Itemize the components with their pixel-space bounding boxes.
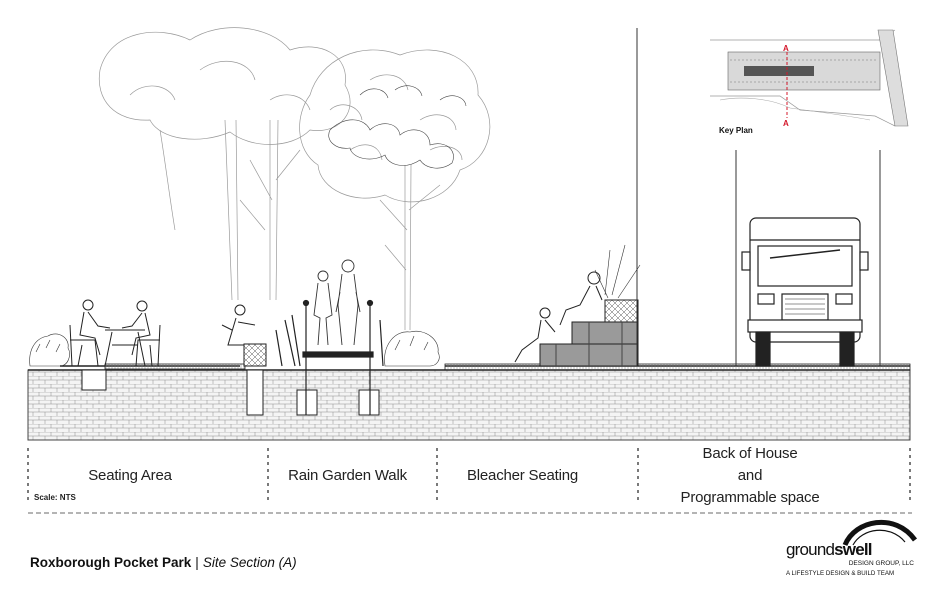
project-title: Roxborough Pocket Park: [30, 555, 192, 570]
zone-label-back-of-house-line-2: and: [737, 467, 763, 484]
shrubs: [29, 244, 641, 367]
walking-figures: [313, 259, 361, 346]
logo-company: DESIGN GROUP, LLC: [848, 560, 914, 567]
reading-figure: [221, 304, 267, 367]
ground-section: [27, 369, 911, 441]
paving-band-left: [104, 363, 246, 370]
key-plan-label: Key Plan: [719, 126, 753, 135]
logo-wordmark-light: ground: [786, 540, 835, 559]
zone-label-back-of-house-line-1: Back of House: [702, 445, 798, 462]
zone-label-seating-area: Seating Area: [88, 467, 172, 484]
cafe-seating: [69, 299, 161, 367]
food-truck: [741, 217, 869, 367]
sheet-subtitle: Site Section (A): [202, 555, 297, 570]
logo-wordmark-bold: swell: [834, 540, 872, 559]
logo-wordmark: groundswell: [786, 540, 873, 560]
section-marker-bottom: A: [783, 119, 789, 128]
logo-tagline: A LIFESTYLE DESIGN & BUILD TEAM: [786, 570, 895, 577]
zone-dividers: [27, 448, 911, 500]
title-block: Roxborough Pocket Park|Site Section (A): [30, 555, 297, 570]
building-edge: [636, 28, 881, 366]
logo-arc-icon: [842, 519, 918, 547]
paving-band: [444, 363, 911, 371]
bleacher-figures: [514, 271, 603, 363]
rain-garden-bridge: [275, 299, 384, 415]
title-separator: |: [195, 555, 199, 570]
bleachers: [539, 299, 639, 367]
zone-label-bleacher-seating: Bleacher Seating: [466, 467, 579, 484]
background-trees: [98, 27, 491, 331]
key-plan-map: [703, 26, 910, 127]
zone-label-rain-garden-walk: Rain Garden Walk: [288, 467, 407, 484]
scale-note: Scale: NTS: [34, 493, 76, 502]
footings: [81, 369, 380, 416]
tree-foliage-detail: [328, 85, 467, 169]
section-marker-top: A: [783, 44, 789, 53]
zone-label-back-of-house-line-3: Programmable space: [680, 489, 820, 506]
company-logo: groundswell DESIGN GROUP, LLC A LIFESTYL…: [783, 520, 918, 582]
